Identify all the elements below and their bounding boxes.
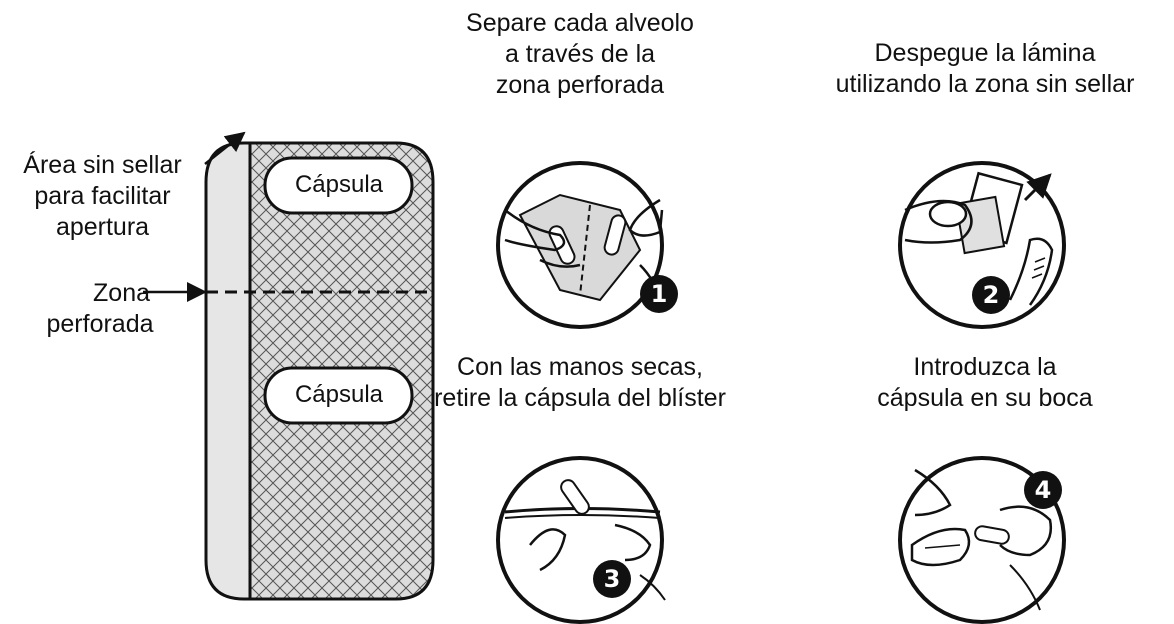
step-3-number-badge: 3	[593, 560, 631, 598]
step-1-caption: Separe cada alveolo a través de la zona …	[466, 9, 694, 99]
step-1-number-badge: 1	[640, 275, 678, 313]
capsule-bottom-label: Cápsula	[294, 381, 384, 408]
step-1-illustration	[496, 161, 664, 329]
blister-unsealed-strip	[204, 141, 252, 601]
unsealed-area-label: Área sin sellar para facilitar apertura	[23, 151, 182, 241]
perforated-zone-label: Zona perforada	[46, 279, 154, 338]
capsule-top-label: Cápsula	[294, 171, 384, 198]
step-4-illustration	[898, 456, 1066, 624]
blister-pack	[143, 131, 435, 601]
step-2-number-badge: 2	[972, 276, 1010, 314]
unsealed-pointer-arrow	[204, 131, 246, 165]
step-2-caption: Despegue la lámina utilizando la zona si…	[835, 39, 1135, 98]
capsule-bottom-shape	[263, 366, 414, 425]
step-4-number-badge: 4	[1024, 471, 1062, 509]
step-3-illustration	[496, 456, 666, 624]
step-4-caption: Introduzca la cápsula en su boca	[877, 353, 1093, 412]
capsule-top-shape	[263, 156, 414, 215]
step-3-caption: Con las manos secas, retire la cápsula d…	[434, 353, 726, 412]
step-2-illustration	[898, 161, 1066, 329]
